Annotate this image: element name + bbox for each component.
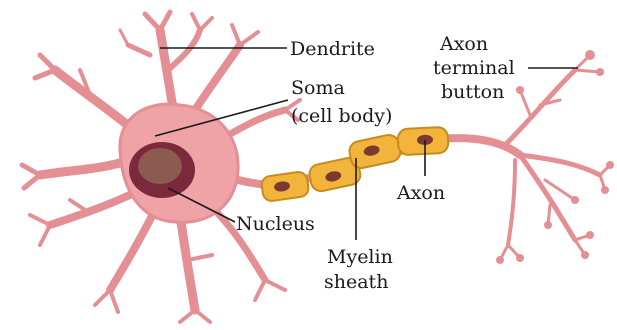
axon-terminal-buttons [496,50,614,264]
axon-label: Axon [396,182,445,204]
nucleus-inner [138,148,182,184]
dendrite-label: Dendrite [290,38,375,60]
myelin-label-line2: sheath [324,271,388,293]
nucleus-label: Nucleus [236,213,315,235]
axon-terminal-label-line1: Axon [439,33,488,55]
axon-terminal-label-line3: button [441,81,504,103]
axon-terminal-label-line2: terminal [433,57,515,79]
soma-label-line2: (cell body) [291,105,392,127]
soma-label-line1: Soma [291,77,345,99]
myelin-label-line1: Myelin [327,246,393,268]
